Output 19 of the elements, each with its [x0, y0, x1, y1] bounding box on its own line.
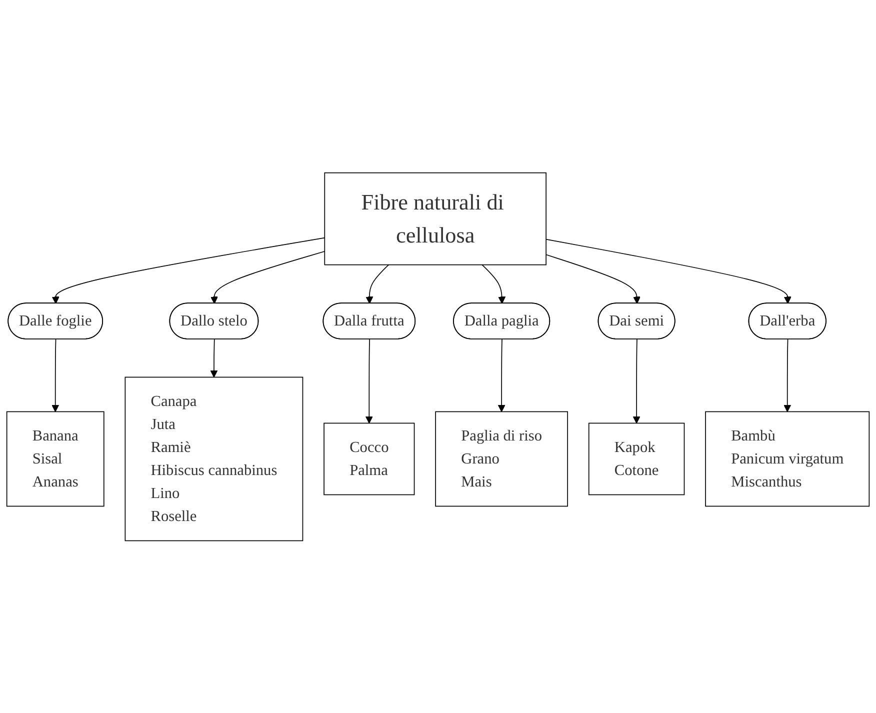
- arrow: [210, 338, 218, 378]
- node-box: Bambù Panicum virgatum Miscanthus: [705, 411, 870, 506]
- node-box: Kapok Cotone: [588, 422, 685, 495]
- arrow: [546, 238, 792, 304]
- arrow: [365, 338, 373, 424]
- node-box: Cocco Palma: [324, 422, 415, 495]
- arrow: [482, 264, 506, 304]
- arrow: [784, 338, 792, 412]
- arrow: [632, 338, 640, 424]
- arrow: [546, 254, 641, 304]
- arrow: [498, 338, 506, 412]
- node-box: Paglia di riso Grano Mais: [435, 411, 568, 506]
- arrow: [52, 237, 326, 304]
- node-box: Fibre naturali di cellulosa: [324, 172, 546, 265]
- arrow: [52, 338, 60, 412]
- arrow: [210, 250, 326, 304]
- node-box: Canapa Juta Ramiè Hibiscus cannabinus Lino Roselle: [124, 376, 304, 541]
- arrow: [366, 264, 390, 304]
- node-box: Banana Sisal Ananas: [6, 411, 104, 506]
